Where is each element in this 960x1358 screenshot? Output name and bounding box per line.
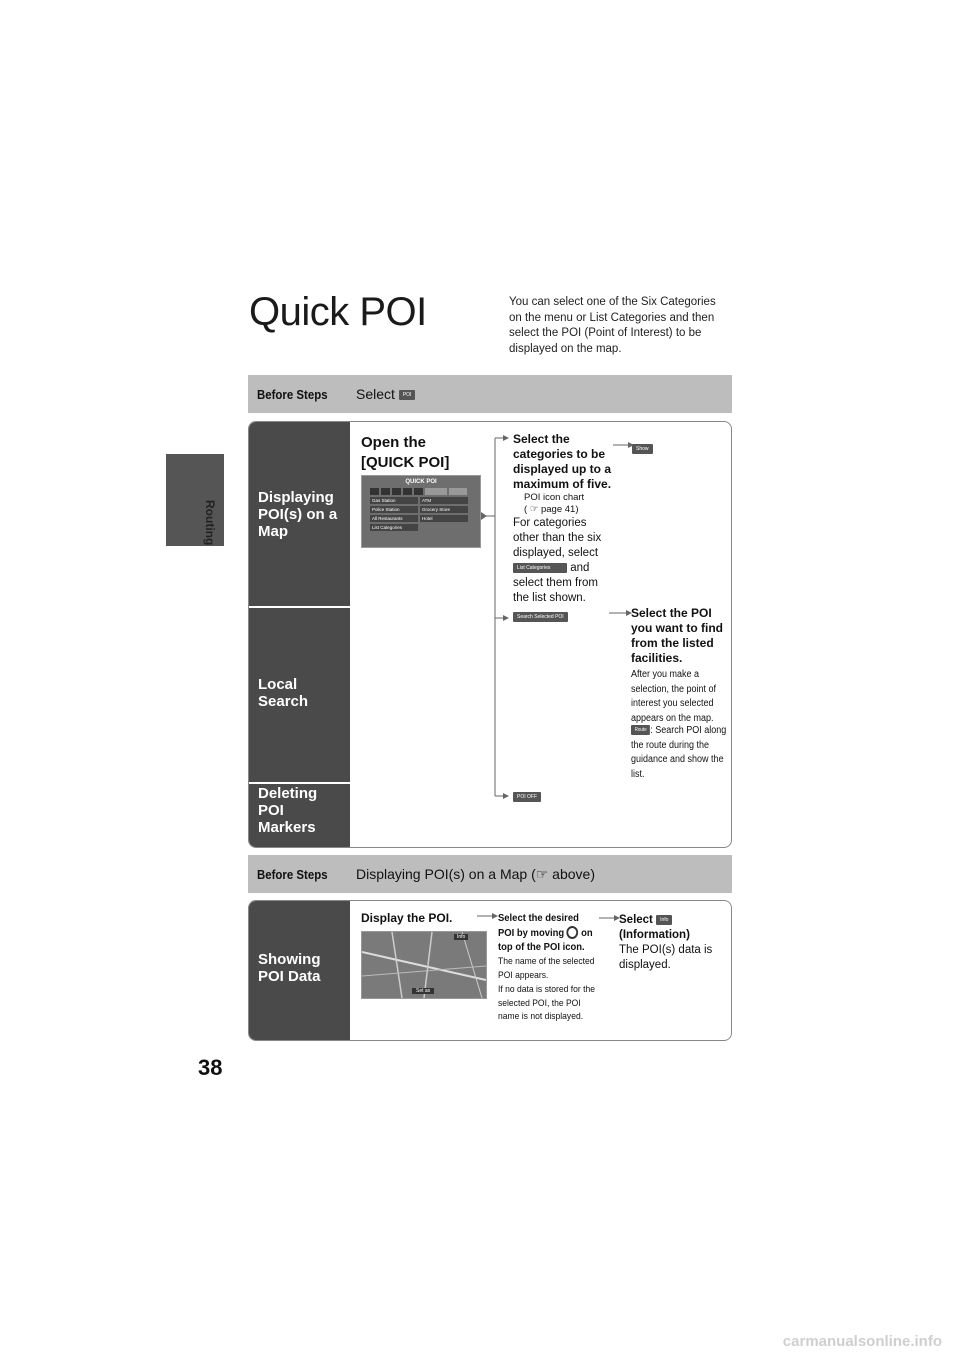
list-categories-button[interactable]: List Categories xyxy=(513,562,567,573)
row-showing-poi-data: Showing POI Data xyxy=(258,951,321,985)
before-steps-bar-2: Before Steps Displaying POI(s) on a Map … xyxy=(248,855,732,893)
before-steps-label-2: Before Steps xyxy=(257,867,328,882)
route-note: Route: Search POI along the route during… xyxy=(631,725,727,780)
flow-arrow xyxy=(477,913,498,919)
other-categories-text: For categories other than the six displa… xyxy=(513,517,602,604)
show-button[interactable]: Show xyxy=(632,444,653,454)
category-icon xyxy=(449,488,467,495)
map-info-button[interactable]: Info xyxy=(454,934,469,940)
after-selection-note: After you make a selection, the point of… xyxy=(631,669,717,724)
row-divider xyxy=(249,782,350,784)
info-button[interactable]: Info xyxy=(656,914,673,925)
map-screenshot: Info Set as xyxy=(361,931,487,999)
before-steps-bar: Before Steps Select POI xyxy=(248,375,732,413)
screen-item-hotel[interactable]: Hotel xyxy=(420,515,468,522)
row-displaying-poi: Displaying POI(s) on a Map xyxy=(258,489,338,540)
row-deleting-poi: Deleting POI Markers xyxy=(258,785,318,836)
row-label-column xyxy=(249,422,350,847)
select-categories-step: Select the categories to be displayed up… xyxy=(513,432,612,491)
flow-bracket xyxy=(481,435,509,799)
category-icon xyxy=(425,488,447,495)
chapter-tab xyxy=(166,454,224,546)
category-icon xyxy=(414,488,423,495)
move-cursor-step: Select the desired POI by moving on top … xyxy=(498,912,593,953)
showing-poi-data-panel: Showing POI Data Display the POI. Info S… xyxy=(248,900,732,1041)
category-icon xyxy=(403,488,412,495)
before-steps-text: Select POI xyxy=(356,386,416,402)
screen-item-gas[interactable]: Gas Station xyxy=(370,497,418,504)
open-quick-poi-step: Open the [QUICK POI] xyxy=(361,434,450,471)
quick-poi-screenshot: QUICK POI Gas Station ATM Police Station… xyxy=(361,475,481,548)
screen-item-atm[interactable]: ATM xyxy=(420,497,468,504)
page-ref-icon: ☞ xyxy=(529,504,539,515)
intro-text: You can select one of the Six Categories… xyxy=(509,296,716,355)
page-ref-icon: ☞ xyxy=(535,866,549,882)
search-selected-poi-button[interactable]: Search Selected POI xyxy=(513,612,568,622)
chapter-label: Routing xyxy=(203,500,217,546)
page-number: 38 xyxy=(198,1055,223,1080)
row-label-column xyxy=(249,901,350,1040)
category-icon xyxy=(392,488,401,495)
poi-button[interactable]: POI xyxy=(398,390,416,401)
no-data-note: If no data is stored for the selected PO… xyxy=(498,984,595,1022)
screen-item-police[interactable]: Police Station xyxy=(370,506,418,513)
screen-item-list[interactable]: List Categories xyxy=(370,524,418,531)
category-icon xyxy=(381,488,390,495)
row-local-search: Local Search xyxy=(258,676,309,710)
poi-icon-chart-ref: POI icon chart ( ☞ page 41) xyxy=(524,492,585,515)
page-title: Quick POI xyxy=(249,290,427,334)
poi-name-note: The name of the selected POI appears. xyxy=(498,956,595,981)
flow-arrow xyxy=(613,442,634,448)
flow-arrow xyxy=(609,610,632,616)
poi-off-button[interactable]: POI OFF xyxy=(513,792,541,802)
select-info-step: Select Info (Information) The POI(s) dat… xyxy=(619,914,713,971)
quick-poi-panel: Displaying POI(s) on a Map Local Search … xyxy=(248,421,732,848)
watermark: carmanualsonline.info xyxy=(782,1333,942,1350)
screen-item-restaurants[interactable]: All Restaurants xyxy=(370,515,418,522)
flow-arrow xyxy=(599,915,620,921)
select-poi-step: Select the POI you want to find from the… xyxy=(631,606,723,665)
screen-item-grocery[interactable]: Grocery Store xyxy=(420,506,468,513)
before-steps-text-2: Displaying POI(s) on a Map (☞ above) xyxy=(356,866,595,882)
screen-title: QUICK POI xyxy=(405,479,437,485)
cursor-icon xyxy=(566,926,579,940)
display-poi-step: Display the POI. xyxy=(361,911,453,925)
map-roads xyxy=(362,932,486,998)
route-button[interactable]: Route xyxy=(631,725,651,736)
row-divider xyxy=(249,606,350,608)
before-steps-label: Before Steps xyxy=(257,387,328,402)
category-icon xyxy=(370,488,379,495)
map-set-as-button[interactable]: Set as xyxy=(412,988,435,994)
